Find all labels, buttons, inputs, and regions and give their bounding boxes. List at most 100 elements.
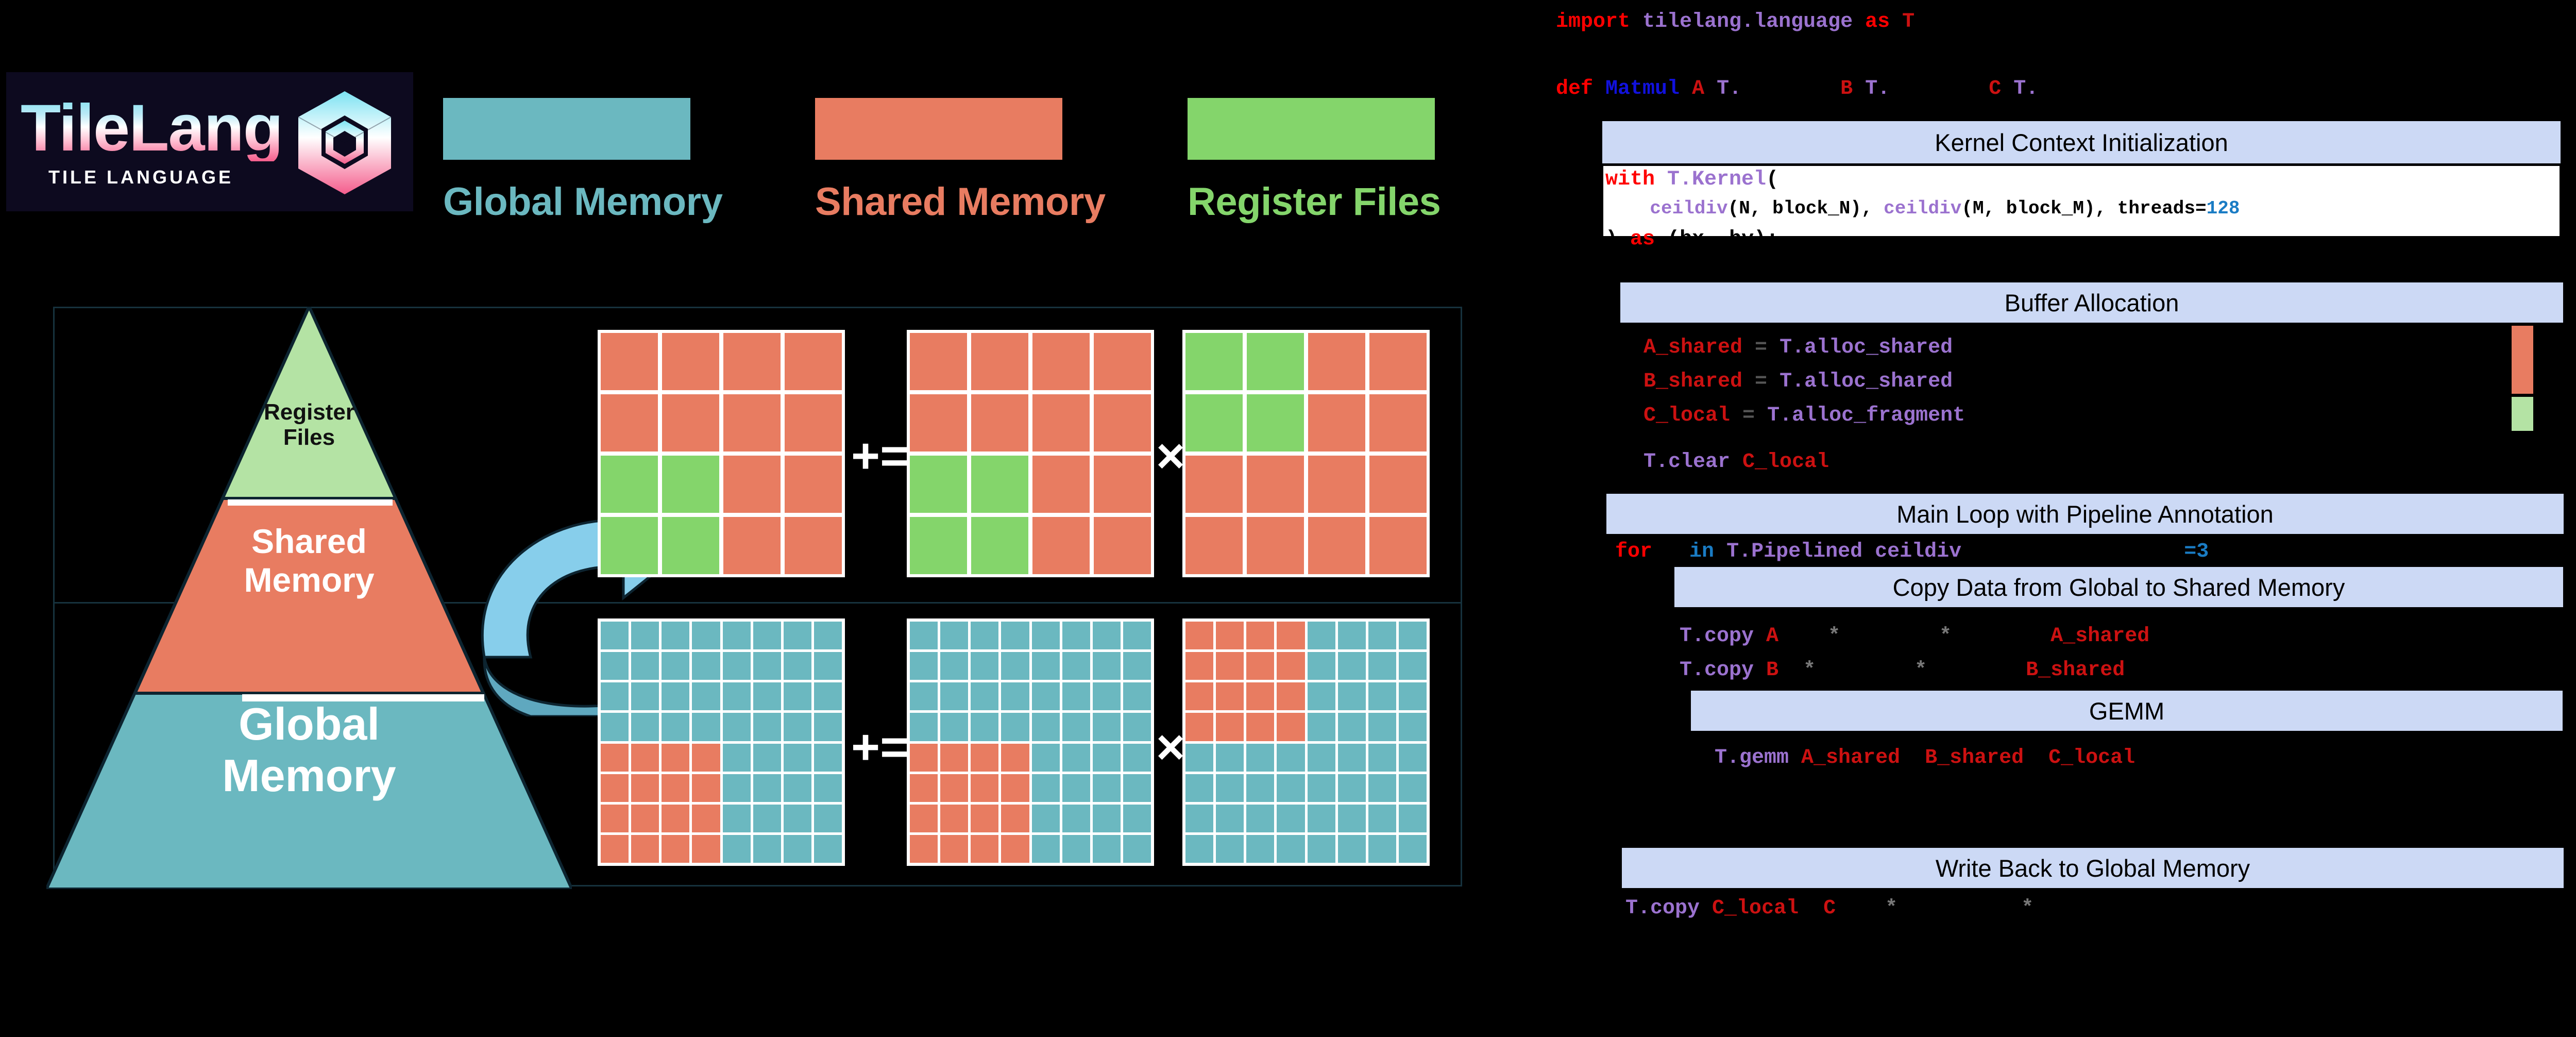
pyramid-label-global-memory: Global Memory: [46, 698, 572, 802]
matrix-cell: [631, 622, 659, 650]
matrix-cell: [1001, 834, 1029, 863]
matrix-cell: [662, 622, 690, 650]
matrix-cell: [753, 682, 781, 711]
matrix-cell: [1247, 517, 1304, 574]
matrix-cell: [1001, 622, 1029, 650]
matrix-cell: [1216, 713, 1244, 741]
matrix-cell: [1062, 743, 1090, 772]
matrix-cell: [723, 394, 781, 451]
matrix-cell: [601, 517, 658, 574]
matrix-cell: [971, 743, 999, 772]
matrix-cell: [910, 774, 938, 802]
code-line-with-kernel: with T.Kernel(: [1605, 168, 1779, 191]
matrix-cell: [783, 774, 811, 802]
matrix-cell: [1337, 622, 1366, 650]
matrix-cell: [1337, 834, 1366, 863]
matrix-cell: [1032, 333, 1090, 390]
matrix-cell: [1062, 622, 1090, 650]
matrix-cell: [1308, 394, 1365, 451]
matrix-cell: [1001, 652, 1029, 680]
matrix-cell: [1398, 682, 1427, 711]
matrix-cell: [1032, 394, 1090, 451]
matrix-cell: [1123, 774, 1151, 802]
matrix-cell: [601, 834, 629, 863]
matrix-cell: [940, 713, 969, 741]
matrix-cell: [1337, 743, 1366, 772]
matrix-cell: [601, 682, 629, 711]
matrix-cell: [692, 713, 720, 741]
matrix-cell: [692, 622, 720, 650]
matrix-cell: [1398, 834, 1427, 863]
matrix-cell: [662, 743, 690, 772]
matrix-cell: [940, 743, 969, 772]
matrix-cell: [1092, 774, 1121, 802]
matrix-cell: [601, 652, 629, 680]
matrix-cell: [910, 622, 938, 650]
matrix-cell: [662, 713, 690, 741]
legend-swatch-global-memory: [443, 98, 690, 160]
matrix-cell: [1185, 682, 1214, 711]
matrix-cell: [1277, 774, 1305, 802]
matrix-cell: [1185, 652, 1214, 680]
matrix-cell: [940, 774, 969, 802]
matrix-cell: [814, 622, 842, 650]
matrix-cell: [1062, 682, 1090, 711]
matrix-cell: [783, 652, 811, 680]
matrix-cell: [785, 456, 842, 513]
matrix-cell: [1277, 622, 1305, 650]
matrix-cell: [1277, 804, 1305, 832]
matrix-cell: [940, 652, 969, 680]
matrix-cell: [1307, 713, 1335, 741]
matrix-cell: [1123, 743, 1151, 772]
section-header-main-loop: Main Loop with Pipeline Annotation: [1606, 494, 2564, 534]
matrix-cell: [1369, 456, 1427, 513]
matrix-cell: [1216, 652, 1244, 680]
matrix-cell: [1185, 517, 1243, 574]
matrix-cell: [1307, 622, 1335, 650]
matrix-cell: [601, 394, 658, 451]
matrix-cell: [601, 743, 629, 772]
matrix-cell: [1368, 774, 1396, 802]
matrix-cell: [1398, 622, 1427, 650]
matrix-cell: [1368, 743, 1396, 772]
matrix-cell: [814, 743, 842, 772]
matrix-cell: [783, 622, 811, 650]
matrix-cell: [692, 652, 720, 680]
section-header-copy-global-to-shared: Copy Data from Global to Shared Memory: [1674, 567, 2563, 607]
matrix-cell: [1368, 622, 1396, 650]
matrix-cell: [722, 682, 751, 711]
code-line-copy-a: T.copy A * * A_shared: [1680, 625, 2150, 648]
matrix-cell: [1031, 652, 1060, 680]
matrix-cell: [971, 682, 999, 711]
matrix-cell: [940, 804, 969, 832]
matrix-cell: [1123, 652, 1151, 680]
matrix-cell: [1307, 774, 1335, 802]
matrix-cell: [692, 743, 720, 772]
matrix-cell: [1001, 713, 1029, 741]
pyramid-label-shared-line1: Shared: [251, 522, 367, 560]
matrix-cell: [1094, 333, 1151, 390]
pyramid-label-register-line1: Register: [263, 399, 355, 425]
matrix-cell: [1308, 456, 1365, 513]
matrix-cell: [1277, 682, 1305, 711]
matrix-cell: [1368, 682, 1396, 711]
matrix-cell: [1031, 774, 1060, 802]
matrix-cell: [940, 622, 969, 650]
matrix-cell: [1246, 834, 1275, 863]
matrix-cell: [785, 333, 842, 390]
legend-label-global-memory: Global Memory: [443, 180, 723, 224]
matrix-cell: [1398, 713, 1427, 741]
matrix-cell: [601, 333, 658, 390]
matrix-cell: [692, 682, 720, 711]
matrix-cell: [1123, 682, 1151, 711]
matrix-cell: [601, 774, 629, 802]
memory-hierarchy-panel: TileLang TILE LANGUAGE: [6, 72, 1462, 889]
legend-label-shared-memory: Shared Memory: [815, 180, 1106, 224]
matrix-cell: [1094, 394, 1151, 451]
matrix-cell: [910, 682, 938, 711]
matrix-cell: [631, 774, 659, 802]
matrix-cell: [1368, 804, 1396, 832]
code-line-kernel-as: ) as (bx, by):: [1605, 228, 1779, 251]
matrix-cell: [1246, 713, 1275, 741]
